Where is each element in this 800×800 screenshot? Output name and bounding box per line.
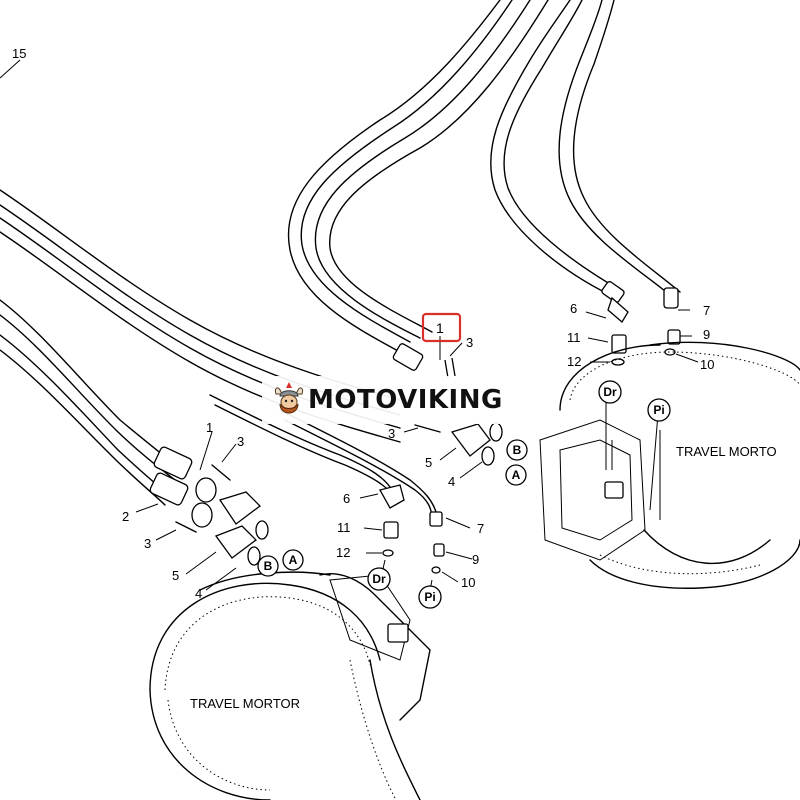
upper-hose-bundle bbox=[287, 0, 681, 353]
port-dr-left: Dr bbox=[372, 572, 386, 586]
upper-fittings bbox=[392, 281, 681, 379]
callout-6-mid: 6 bbox=[343, 491, 350, 506]
port-a-left-circle bbox=[282, 549, 304, 571]
motor-label-right: TRAVEL MORTO bbox=[676, 444, 777, 459]
port-pi-right-circle bbox=[647, 398, 671, 422]
watermark-text: MOTOVIKING bbox=[308, 385, 503, 415]
port-b-left: B bbox=[264, 559, 273, 573]
callout-10-mid: 10 bbox=[461, 575, 475, 590]
callout-12-mid: 12 bbox=[336, 545, 350, 560]
watermark-banner: MOTOVIKING bbox=[262, 376, 534, 424]
highlight-box bbox=[421, 312, 462, 343]
callout-3-top: 3 bbox=[466, 335, 473, 350]
callout-9-right: 9 bbox=[703, 327, 710, 342]
port-b-mid: B bbox=[513, 443, 522, 457]
callout-5-left: 5 bbox=[172, 568, 179, 583]
callout-1-left: 1 bbox=[206, 420, 213, 435]
viking-head-icon bbox=[275, 382, 303, 414]
callout-2-left: 2 bbox=[122, 509, 129, 524]
callout-3-left-b: 3 bbox=[144, 536, 151, 551]
callout-7-mid: 7 bbox=[477, 521, 484, 536]
leader-lines bbox=[0, 59, 699, 601]
left-fittings bbox=[149, 446, 445, 574]
callout-9-mid: 9 bbox=[472, 552, 479, 567]
callout-1-highlighted: 1 bbox=[436, 320, 444, 336]
callout-3-left-a: 3 bbox=[237, 434, 244, 449]
callout-11-right: 11 bbox=[567, 330, 581, 345]
left-hose-bundle bbox=[0, 189, 437, 521]
callout-6-right: 6 bbox=[570, 301, 577, 316]
left-travel-motor bbox=[149, 571, 431, 800]
port-pi-left: Pi bbox=[424, 590, 435, 604]
port-dr-left-circle bbox=[367, 567, 391, 591]
port-pi-right: Pi bbox=[653, 403, 664, 417]
port-a-mid-circle bbox=[505, 464, 527, 486]
port-a-mid: A bbox=[512, 468, 521, 482]
callout-5-mid: 5 bbox=[425, 455, 432, 470]
port-b-left-circle bbox=[257, 555, 279, 577]
callout-labels: 15 1 3 3 1 3 2 3 5 4 5 4 6 11 12 7 9 10 … bbox=[12, 46, 714, 601]
callout-10-right: 10 bbox=[700, 357, 714, 372]
port-labels: B A B A Dr Pi Dr Pi bbox=[257, 380, 671, 609]
callout-12-right: 12 bbox=[567, 354, 581, 369]
port-b-mid-circle bbox=[506, 439, 528, 461]
callout-15: 15 bbox=[12, 46, 26, 61]
right-travel-motor bbox=[539, 341, 800, 589]
port-a-left: A bbox=[289, 553, 298, 567]
motor-label-left: TRAVEL MORTOR bbox=[190, 696, 300, 711]
port-dr-right: Dr bbox=[603, 385, 617, 399]
callout-4-mid: 4 bbox=[448, 474, 455, 489]
callout-7-right: 7 bbox=[703, 303, 710, 318]
callout-4-left: 4 bbox=[195, 586, 202, 601]
callout-3-mid: 3 bbox=[388, 426, 395, 441]
port-pi-left-circle bbox=[418, 585, 442, 609]
callout-11-mid: 11 bbox=[337, 520, 351, 535]
port-dr-right-circle bbox=[598, 380, 622, 404]
middle-flanges bbox=[414, 422, 503, 466]
